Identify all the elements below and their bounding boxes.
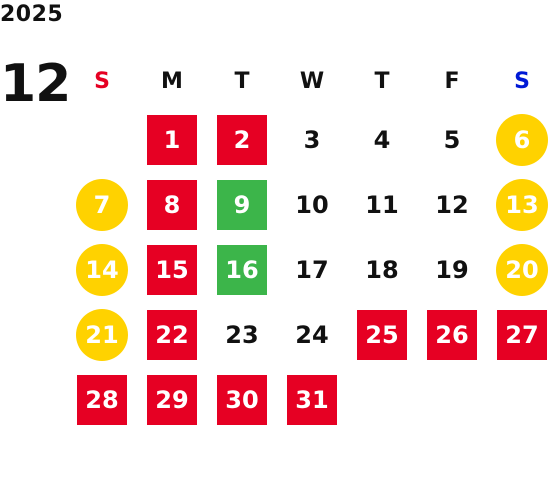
calendar-day: 14 [76, 243, 128, 296]
calendar-cell: 9 [207, 172, 277, 237]
weekday-header-tuesday: T [234, 68, 250, 94]
calendar-cell: 12 [417, 172, 487, 237]
calendar-cell: 31 [277, 367, 347, 432]
calendar-day: 15 [147, 244, 197, 295]
calendar-day: 4 [373, 125, 391, 154]
calendar-cell: 23 [207, 302, 277, 367]
calendar-day: 8 [147, 179, 197, 230]
calendar-day: 23 [225, 320, 259, 349]
calendar-day: 31 [287, 374, 337, 425]
month-number: 12 [0, 54, 71, 114]
calendar-cell: 6 [487, 107, 548, 172]
calendar-day: 25 [357, 309, 407, 360]
calendar-day: 6 [496, 113, 548, 166]
calendar-cell: 21 [67, 302, 137, 367]
calendar-cell: 2 [207, 107, 277, 172]
calendar-day: 5 [443, 125, 461, 154]
calendar-cell: 24 [277, 302, 347, 367]
calendar-cell [487, 367, 548, 432]
calendar-cell: 30 [207, 367, 277, 432]
calendar-cell: 29 [137, 367, 207, 432]
calendar-day: 27 [497, 309, 547, 360]
calendar-day: 1 [147, 114, 197, 165]
calendar-cell: 28 [67, 367, 137, 432]
calendar-cell [417, 367, 487, 432]
calendar-cell: 11 [347, 172, 417, 237]
calendar-cell: 16 [207, 237, 277, 302]
calendar-day: 18 [365, 255, 399, 284]
calendar-cell [347, 367, 417, 432]
calendar-day: 22 [147, 309, 197, 360]
calendar-cell: 27 [487, 302, 548, 367]
calendar-day: 26 [427, 309, 477, 360]
calendar-day: 3 [303, 125, 321, 154]
weekday-header-monday: M [161, 68, 183, 94]
calendar-day: 7 [76, 178, 128, 231]
calendar-cell: 17 [277, 237, 347, 302]
calendar-cell: 4 [347, 107, 417, 172]
calendar-day: 28 [77, 374, 127, 425]
calendar-cell: 19 [417, 237, 487, 302]
calendar-day: 2 [217, 114, 267, 165]
calendar-cell: 5 [417, 107, 487, 172]
calendar-day: 21 [76, 308, 128, 361]
calendar-day: 29 [147, 374, 197, 425]
calendar-cell: 3 [277, 107, 347, 172]
weekday-header-saturday: S [514, 68, 530, 94]
calendar-day: 20 [496, 243, 548, 296]
calendar-day: 12 [435, 190, 469, 219]
calendar-cell: 18 [347, 237, 417, 302]
calendar-cell: 13 [487, 172, 548, 237]
calendar-cell: 26 [417, 302, 487, 367]
calendar-day: 17 [295, 255, 329, 284]
calendar-cell: 25 [347, 302, 417, 367]
calendar-cell: 15 [137, 237, 207, 302]
calendar-day: 16 [217, 244, 267, 295]
weekday-header-thursday: T [374, 68, 390, 94]
calendar-day: 10 [295, 190, 329, 219]
weekday-header-wednesday: W [299, 68, 325, 94]
calendar-cell: 1 [137, 107, 207, 172]
calendar-day: 30 [217, 374, 267, 425]
calendar-cell: 22 [137, 302, 207, 367]
calendar-cell: 10 [277, 172, 347, 237]
calendar-day: 24 [295, 320, 329, 349]
calendar-day: 11 [365, 190, 399, 219]
calendar-cell: 7 [67, 172, 137, 237]
weekday-header-sunday: S [94, 68, 110, 94]
calendar-cell [67, 107, 137, 172]
year-label: 2025 [0, 2, 64, 27]
calendar-day: 9 [217, 179, 267, 230]
calendar-cell: 20 [487, 237, 548, 302]
calendar-day: 13 [496, 178, 548, 231]
weekday-header-friday: F [444, 68, 460, 94]
calendar-cell: 8 [137, 172, 207, 237]
calendar-cell: 14 [67, 237, 137, 302]
calendar-day: 19 [435, 255, 469, 284]
